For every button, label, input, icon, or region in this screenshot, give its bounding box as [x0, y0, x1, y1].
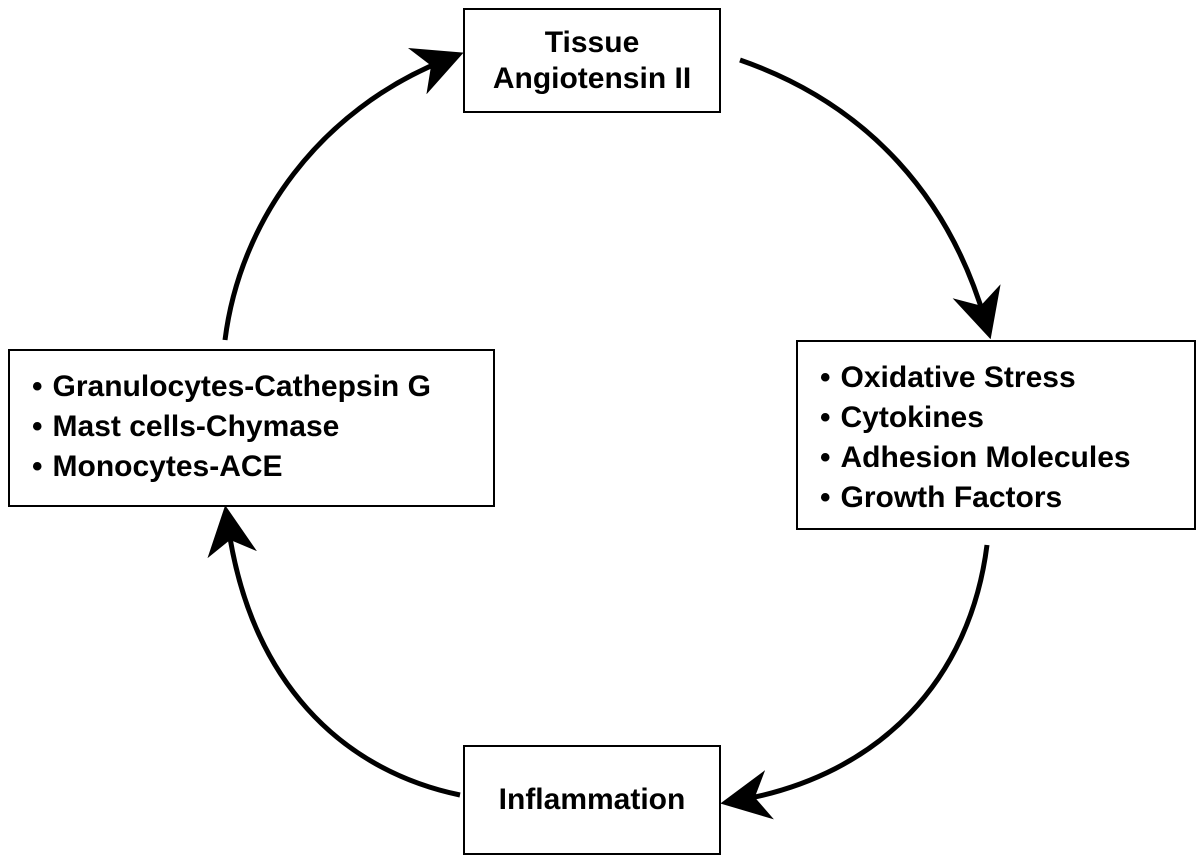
arrow-bottom-to-left	[207, 505, 461, 798]
list-item: Granulocytes-Cathepsin G	[32, 367, 493, 407]
arrow-left-to-top	[222, 47, 464, 341]
cells-enzymes-list: Granulocytes-Cathepsin G Mast cells-Chym…	[32, 367, 493, 487]
node-tissue-angiotensin: Tissue Angiotensin II	[463, 8, 721, 113]
arrow-right-to-bottom	[720, 544, 990, 820]
list-item: Adhesion Molecules	[820, 438, 1194, 478]
list-item: Monocytes-ACE	[32, 447, 493, 487]
node-inflammation: Inflammation	[463, 745, 721, 855]
node-tissue-line-1: Tissue	[544, 25, 640, 59]
node-cells-enzymes: Granulocytes-Cathepsin G Mast cells-Chym…	[8, 349, 495, 507]
node-inflammation-label: Inflammation	[498, 783, 686, 816]
list-item: Oxidative Stress	[820, 358, 1194, 398]
mediators-list: Oxidative Stress Cytokines Adhesion Mole…	[820, 358, 1194, 518]
list-item: Mast cells-Chymase	[32, 407, 493, 447]
node-tissue-line-2: Angiotensin II	[492, 61, 692, 95]
node-mediators: Oxidative Stress Cytokines Adhesion Mole…	[796, 340, 1196, 530]
list-item: Cytokines	[820, 398, 1194, 438]
arrow-top-to-right	[739, 57, 1001, 340]
list-item: Growth Factors	[820, 478, 1194, 518]
